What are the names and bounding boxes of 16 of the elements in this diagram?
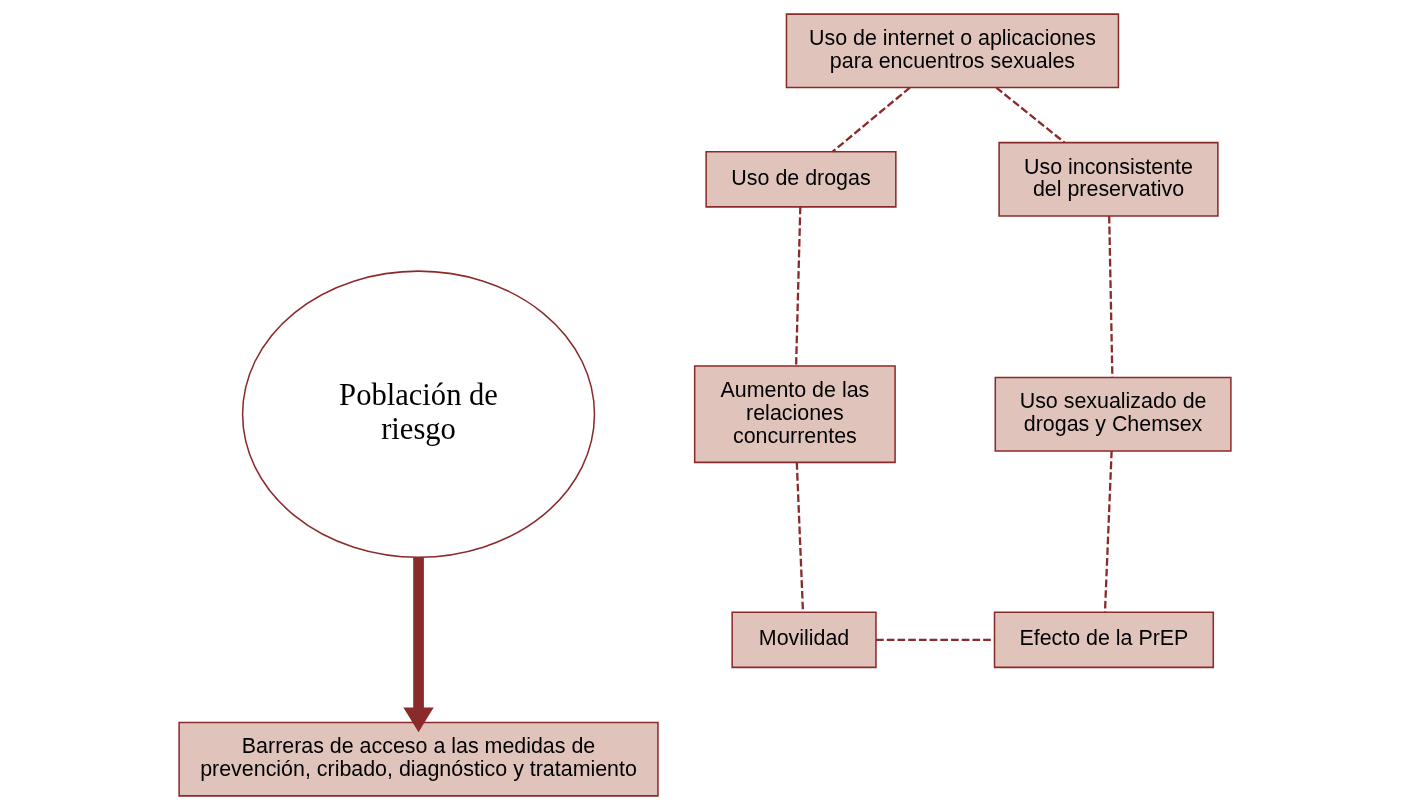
connector [795, 462, 804, 612]
connector [875, 638, 994, 641]
node-box: Movilidad [730, 611, 877, 669]
node-box: Barreras de acceso a las medidas de prevención, cribado, diagnóstico y tratamiento [177, 721, 659, 797]
node-box: Efecto de la PrEP [993, 611, 1214, 669]
node-box: Uso de drogas [704, 151, 897, 208]
node-box: Uso sexualizado de drogas y Chemsex [994, 376, 1232, 452]
connector [794, 206, 801, 366]
connector [995, 86, 1065, 144]
arrow [402, 557, 434, 733]
connector [831, 86, 911, 153]
node-box: Uso inconsistente del preservativo [997, 141, 1219, 217]
node-box: Aumento de las relaciones concurrentes [693, 365, 896, 464]
node-box: Uso de internet o aplicaciones para encuentros sexuales [785, 13, 1119, 89]
node-ellipse: Población de riesgo [241, 270, 595, 558]
connector [1103, 450, 1113, 613]
